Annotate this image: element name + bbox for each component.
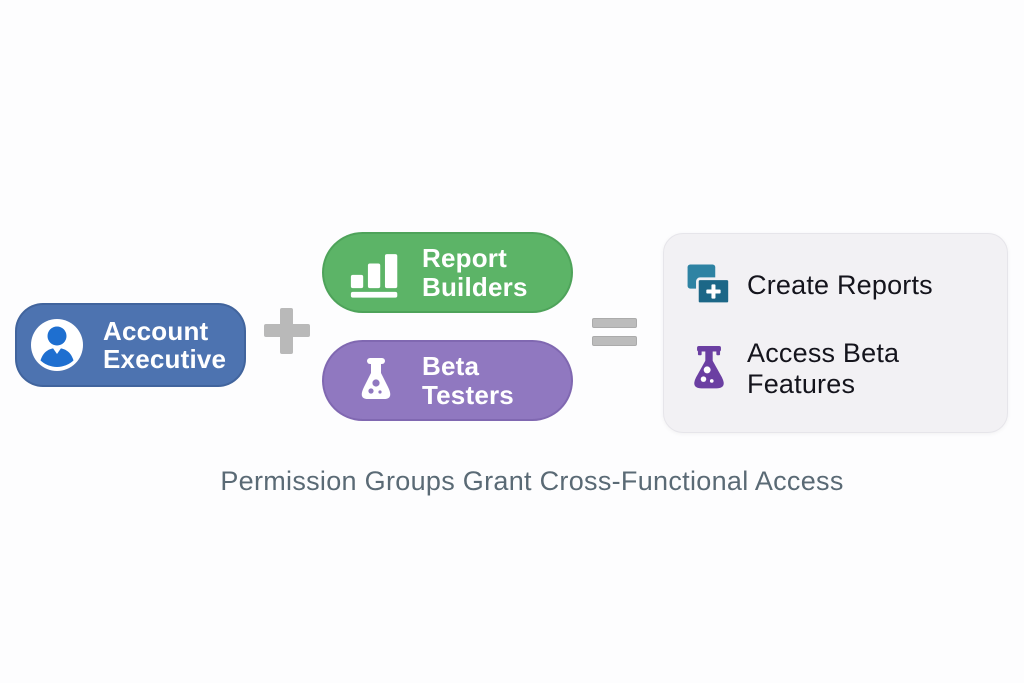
role-pill-account-executive: Account Executive [15,303,246,387]
avatar [31,319,83,371]
plus-operator-icon [263,307,311,355]
user-icon [31,317,83,374]
permission-row-create-reports: Create Reports [684,260,933,310]
permission-label: Create Reports [747,269,933,300]
equals-bottom-bar [592,336,637,346]
permission-row-access-beta: Access Beta Features [684,338,1007,400]
plus-vertical-bar [280,308,293,354]
bar-chart-icon [349,246,402,299]
group-pill-label: Report Builders [422,243,528,302]
group-pill-beta-testers: Beta Testers [322,340,573,421]
flask-icon [684,344,734,394]
flask-icon [349,354,402,407]
group-pill-label: Beta Testers [422,351,514,410]
diagram-caption: Permission Groups Grant Cross-Functional… [220,466,844,496]
equals-top-bar [592,318,637,328]
group-pill-report-builders: Report Builders [322,232,573,313]
role-pill-label: Account Executive [103,315,227,374]
report-add-icon [684,260,734,310]
result-permissions-card: Create Reports Access Beta Features [663,233,1008,433]
equals-operator-icon [592,318,637,348]
permission-label: Access Beta Features [747,338,900,399]
